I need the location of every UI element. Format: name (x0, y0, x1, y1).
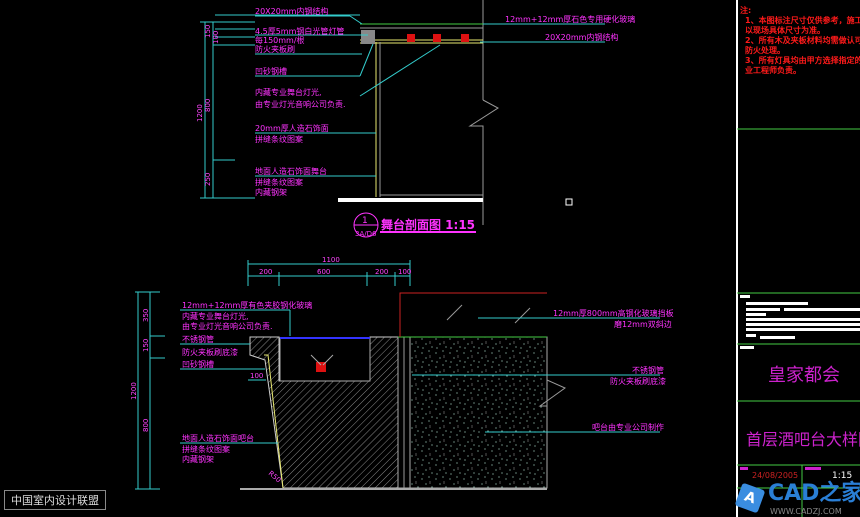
drawing-title: 首层酒吧台大样图 (746, 430, 860, 449)
drawing-annotation: 150 (142, 339, 150, 352)
drawing-annotation: 防火夹板刷底漆 (610, 376, 666, 386)
project-name: 皇家都会 (768, 365, 840, 386)
drawing-annotation: 12mm+12mm厚石色专用硬化玻璃 (505, 14, 635, 24)
drawing-annotation: 350 (142, 309, 150, 322)
stage-leader-lines (200, 14, 605, 199)
drawing-annotation: 12mm+12mm厚有色夹胶钢化玻璃 (182, 300, 312, 310)
bar-labels: 12mm+12mm厚有色夹胶钢化玻璃 内藏专业舞台灯光, 由专业灯光音响公司负责… (182, 300, 674, 464)
stage-section-geometry (338, 0, 499, 225)
drawing-annotation: 100 (212, 31, 220, 44)
drawing-annotation: 由专业灯光音响公司负责. (255, 99, 346, 109)
drawing-annotation: 20X20mm内钢结构 (545, 32, 618, 42)
drawing-annotation: 内藏专业舞台灯光, (255, 87, 322, 97)
drawing-annotation: 200 (375, 268, 388, 276)
drawing-annotation: 1200 (130, 382, 138, 400)
note-line: 防火处理。 (745, 45, 785, 55)
drawing-annotation: 内藏钢架 (182, 454, 214, 464)
drawing-annotation: 凹砂钢槽 (255, 66, 287, 76)
drawing-annotation: 250 (204, 173, 212, 186)
note-line: 3、所有灯具均由甲方选择指定的专 (745, 55, 860, 65)
drawing-annotation: 100 (398, 268, 411, 276)
drawing-annotation: 防火夹板刷底漆 (182, 347, 238, 357)
stage-dimensions: 150 100 1200 800 250 (196, 25, 220, 186)
drawing-annotation: 20X20mm内钢结构 (255, 6, 328, 16)
drawing-annotation: 拼缝条纹图案 (255, 177, 303, 187)
notes: 注: 1、本图标注尺寸仅供参考，施工前 以现场具体尺寸为准。 2、所有木及夹板材… (740, 5, 860, 75)
drawing-annotation: R50 (267, 469, 283, 484)
notes-heading: 注: (740, 5, 751, 15)
drawing-annotation: 吧台由专业公司制作 (592, 422, 664, 432)
drawing-date: 24/08/2005 (752, 471, 798, 480)
drawing-annotation: 1100 (322, 256, 340, 264)
drawing-annotation: 100 (250, 372, 263, 380)
drawing-annotation: 拼缝条纹图案 (255, 134, 303, 144)
drawing-annotation: 150 (204, 25, 212, 38)
note-line: 以现场具体尺寸为准。 (745, 25, 825, 35)
drawing-annotation: 防火夹板刷 (255, 44, 295, 54)
drawing-annotation: 不锈钢管 (182, 334, 214, 344)
drawing-annotation: 600 (317, 268, 330, 276)
drawing-annotation: 200 (259, 268, 272, 276)
drawing-annotation: 内藏钢架 (255, 187, 287, 197)
drawing-annotation: 拼缝条纹图案 (182, 444, 230, 454)
footer-credit: 中国室内设计联盟 (4, 490, 106, 510)
drawing-annotation: 4.5厚5mm钢白光管灯管 (255, 26, 344, 36)
drawing-annotation: 每150mm/根 (255, 35, 305, 45)
section-symbol-number: 1 (362, 216, 368, 226)
section-title: 1 3A/D6 舞台剖面图 1:15 (353, 212, 476, 238)
section-symbol-ref: 3A/D6 (355, 230, 377, 238)
drawing-annotation: 20mm厚人造石饰面 (255, 123, 329, 133)
drawing-scale: 1:15 (832, 471, 852, 481)
drawing-annotation: 800 (142, 419, 150, 432)
drawing-annotation: 内藏专业舞台灯光, (182, 311, 249, 321)
bar-counter-geometry (240, 292, 566, 490)
drawing-annotation: 不锈钢管 (632, 365, 664, 375)
note-line: 1、本图标注尺寸仅供参考，施工前 (745, 15, 860, 25)
drawing-annotation: 由专业灯光音响公司负责. (182, 321, 273, 331)
note-line: 业工程师负责。 (745, 65, 801, 75)
section-title-text: 舞台剖面图 1:15 (380, 217, 475, 232)
stage-labels: 20X20mm内钢结构 4.5厚5mm钢白光管灯管 每150mm/根 防火夹板刷… (255, 6, 635, 197)
bar-dimensions: 1100 200 600 200 100 350 150 1200 800 10… (130, 256, 411, 484)
cursor-pickbox (565, 198, 573, 206)
watermark-url: WWW.CADZJ.COM (770, 507, 842, 516)
bar-leader-lines (135, 260, 660, 490)
drawing-annotation: 地面人造石饰面吧台 (182, 433, 254, 443)
drawing-annotation: 800 (204, 99, 212, 112)
drawing-annotation: 凹砂钢槽 (182, 359, 214, 369)
drawing-annotation: 磨12mm双斜边 (614, 319, 672, 329)
drawing-annotation: 12mm厚800mm高钢化玻璃挡板 (553, 308, 674, 318)
watermark-brand: CAD之家 (768, 481, 860, 506)
note-line: 2、所有木及夹板材料均需做认可防 (745, 35, 860, 45)
title-block-frame (736, 0, 860, 517)
drawing-annotation: 1200 (196, 104, 204, 122)
drawing-annotation: 地面人造石饰面舞台 (255, 166, 327, 176)
